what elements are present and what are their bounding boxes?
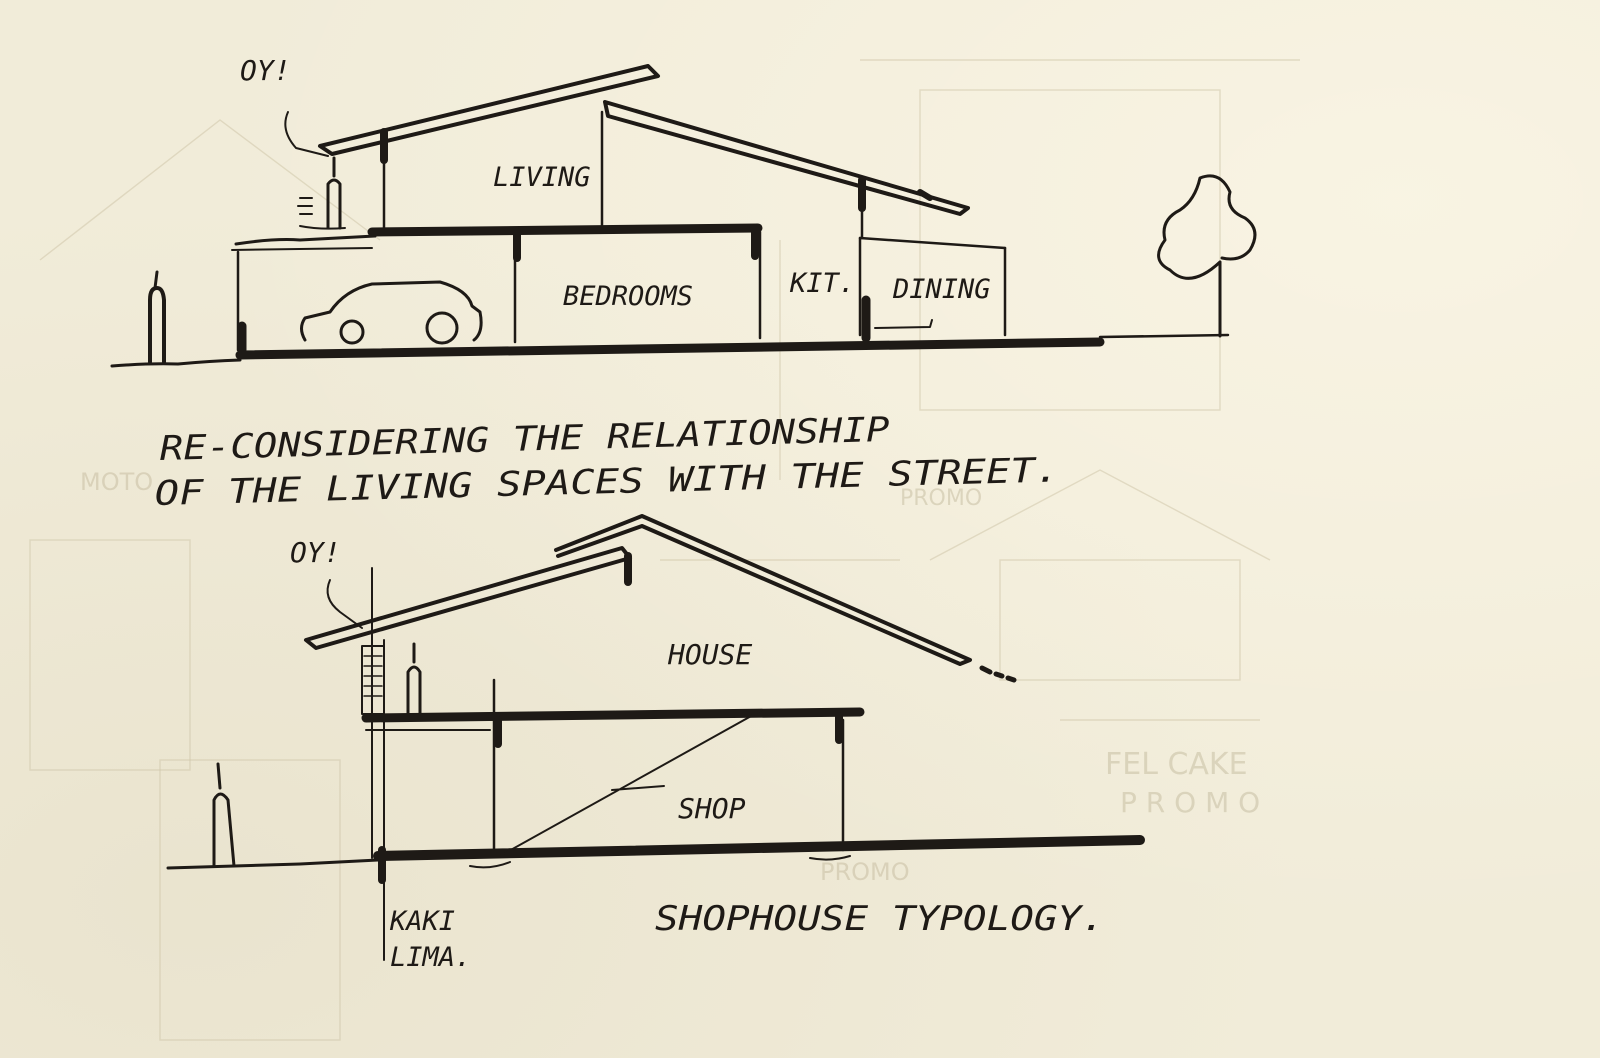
balcony-person-figure-2 [406,665,422,716]
balcony-person-figure [326,178,342,230]
room-label-shop: SHOP [678,792,746,825]
svg-text:FEL CAKE: FEL CAKE [1105,747,1248,782]
upper-floor-slab [367,223,763,237]
upper-house-section: OY! LIVING BEDROOMS KIT. DINING [110,54,1257,368]
exclamation-bottom: OY! [290,536,341,569]
car-front-wheel [339,319,365,345]
svg-text:PROMO: PROMO [900,486,982,511]
shophouse-roof-front [304,546,632,650]
ground-line-right [1098,333,1230,339]
ground-floor-slab [235,337,1105,360]
shophouse-ground-slab [373,835,1145,861]
car-rear-wheel [425,311,459,345]
room-label-kitchen: KIT. [789,268,855,299]
background-ghost-sketch: FEL CAKE P R O M O PROMO PROMO MOTO [29,59,1300,1041]
shophouse-upper-slab [361,707,865,723]
svg-text:P R O M O: P R O M O [1120,786,1260,819]
car-outline [300,280,483,342]
exclamation-pointer-bottom [326,579,363,629]
ground-line-left [110,358,242,368]
typology-title: SHOPHOUSE TYPOLOGY. [655,899,1105,939]
room-label-dining: DINING [892,274,991,305]
walkway-label-line-1: KAKI [389,906,455,937]
svg-text:PROMO: PROMO [820,858,910,886]
room-label-bedrooms: BEDROOMS [563,281,693,312]
room-label-house: HOUSE [667,638,752,671]
shop-leader-line [499,709,763,857]
street-person-figure-2 [212,792,236,868]
shophouse-roof-back [554,514,972,666]
tree-outline [1157,174,1257,338]
roof-left [318,64,660,156]
street-person-figure [148,286,166,364]
exclamation-top: OY! [240,54,291,87]
roof-right [603,100,970,216]
room-label-living: LIVING [493,162,591,193]
walkway-label-line-2: LIMA. [390,942,471,973]
svg-text:MOTO: MOTO [80,468,153,496]
shophouse-section: OY! HOUSE SHOP KAKI LIMA. SHOPHOUSE TYPO… [166,514,1145,973]
exclamation-pointer-top [284,111,329,157]
street-ground-line [166,858,380,870]
